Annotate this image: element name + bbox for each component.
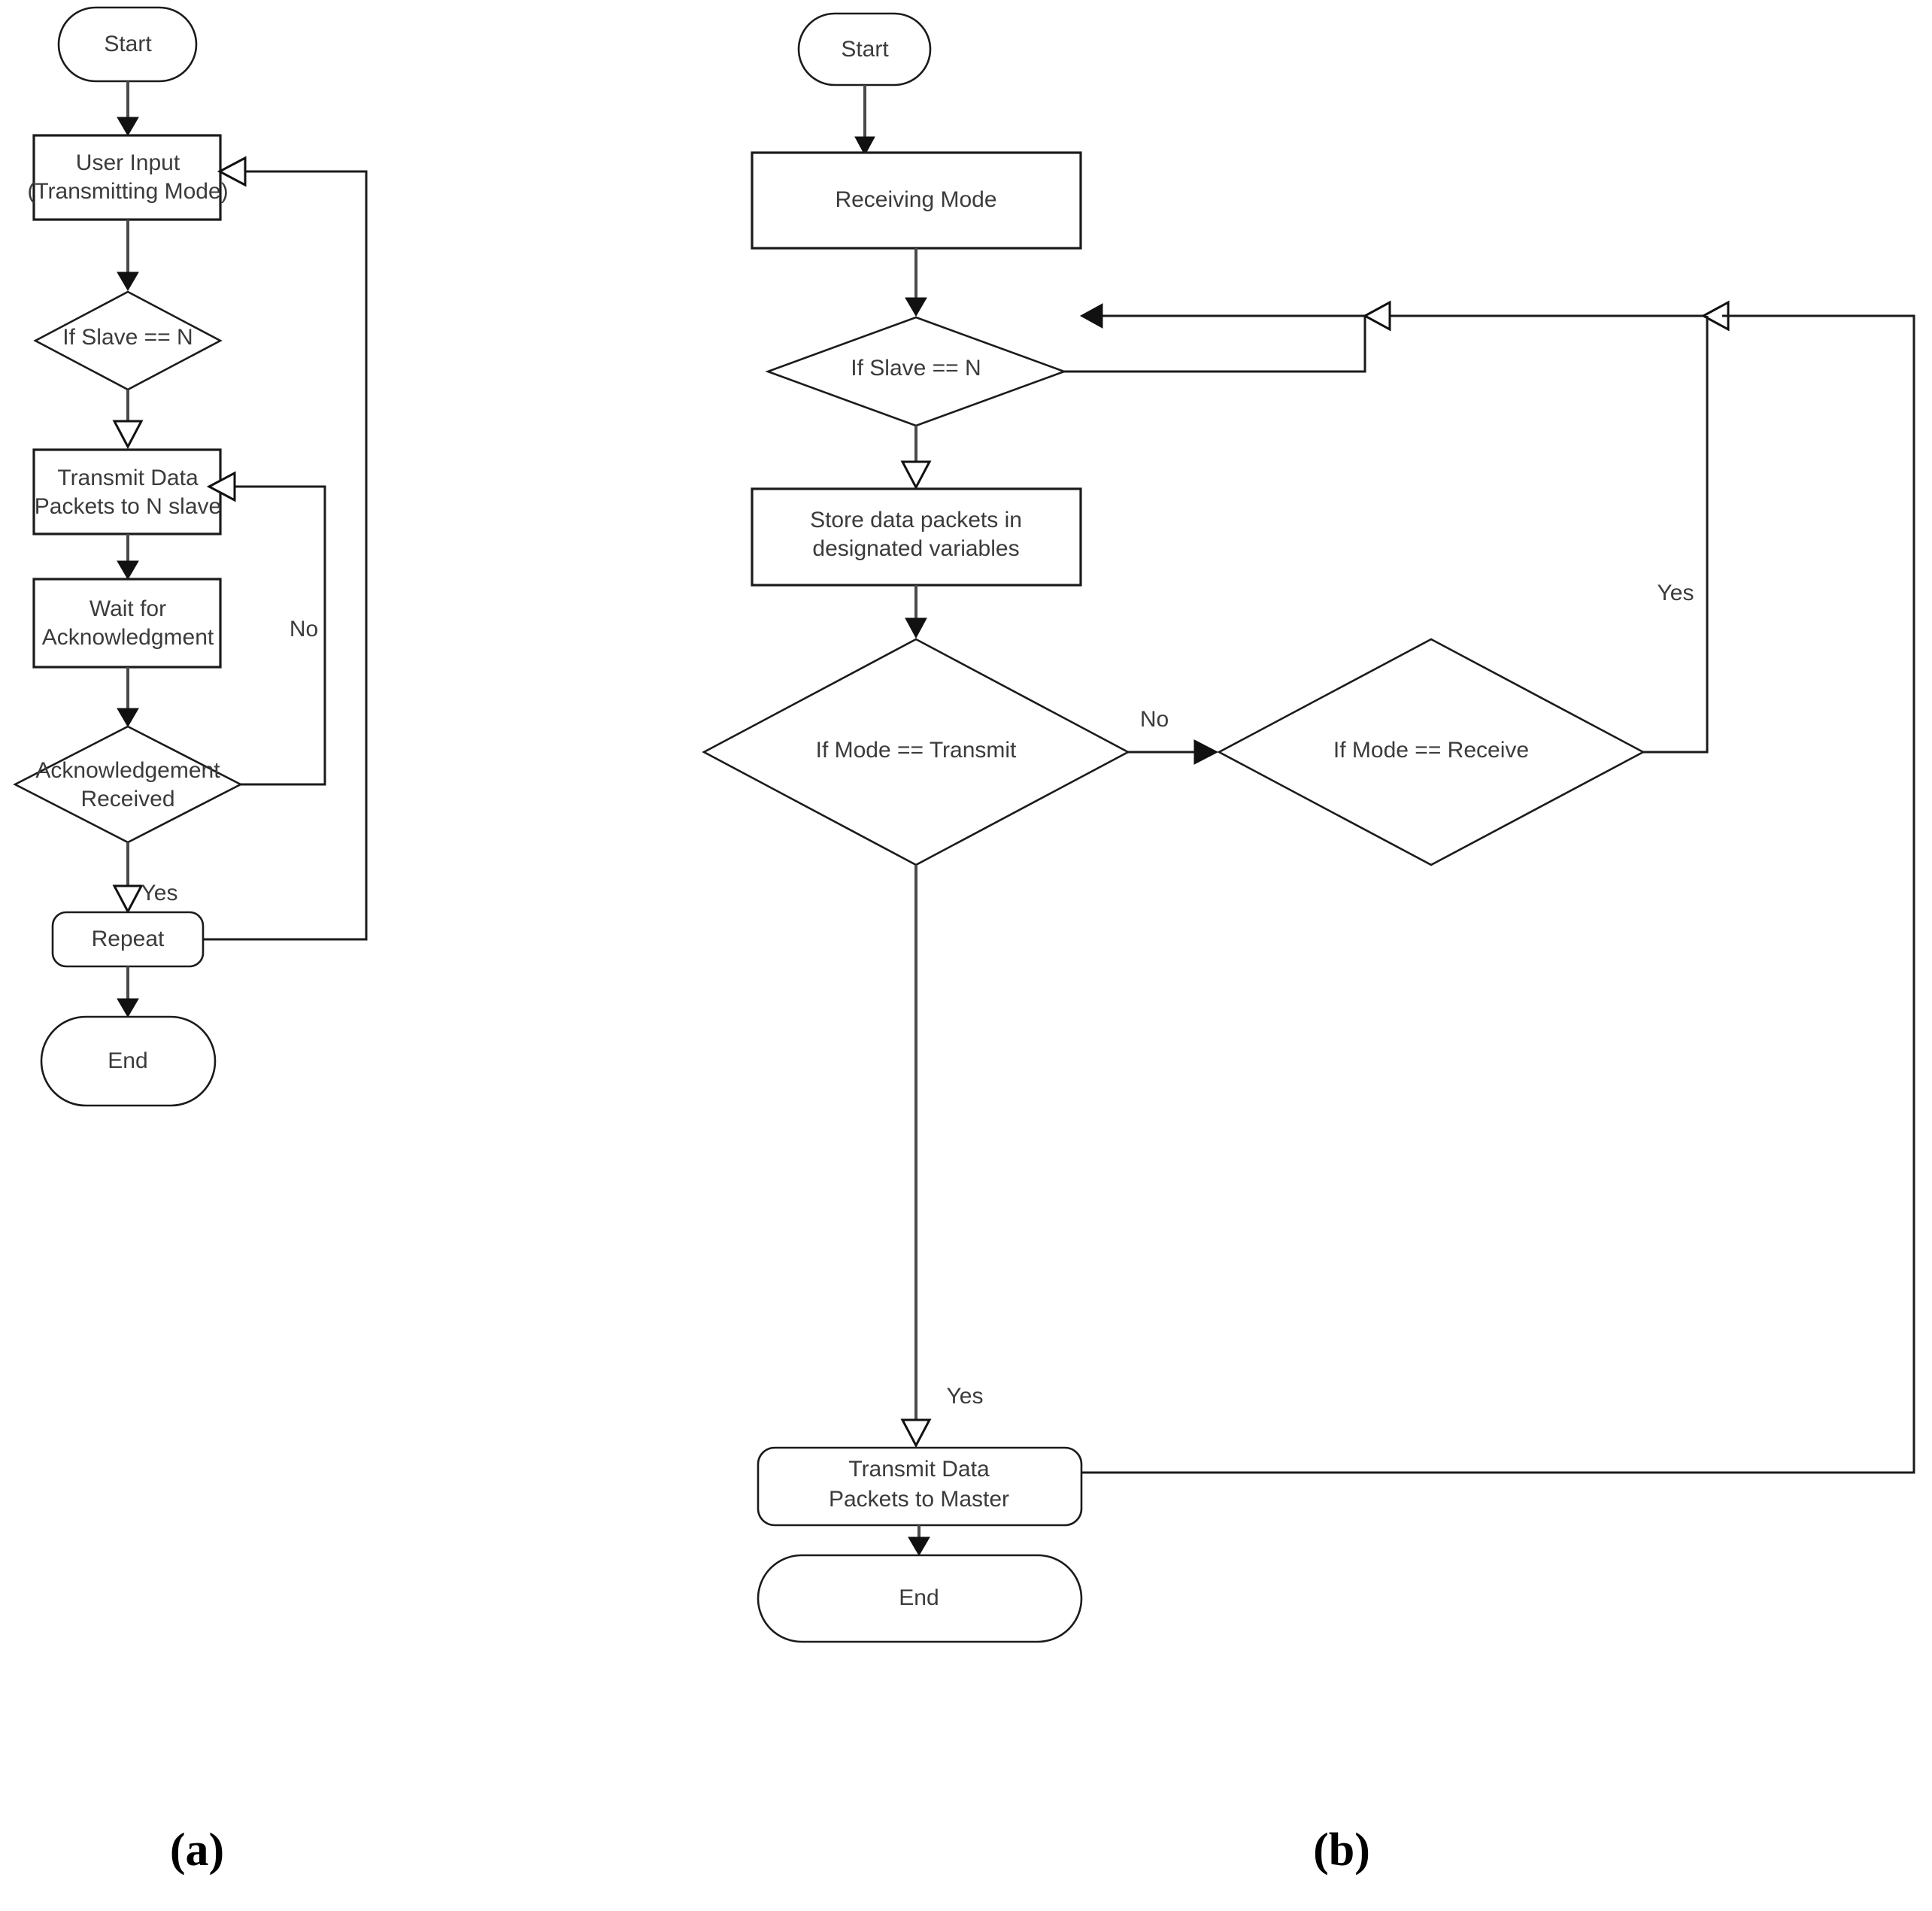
node-a-start-label: Start	[104, 32, 152, 56]
node-b-if-slave[interactable]: If Slave == N	[765, 316, 1067, 427]
edge-a-start-to-userinput	[117, 81, 139, 136]
edge-b-yes-transmit-label: Yes	[947, 1384, 984, 1409]
flowchart-a: Start User Input (Transmitting Mode) If …	[13, 6, 368, 1876]
node-b-receiving-mode[interactable]: Receiving Mode	[751, 151, 1082, 250]
edge-a-no-label: No	[290, 617, 318, 642]
edge-b-store-to-ifmodetransmit	[905, 585, 927, 639]
caption-a: (a)	[170, 1825, 224, 1876]
node-b-transmit-master[interactable]: Transmit Data Packets to Master	[757, 1446, 1083, 1527]
node-a-transmit-line1: Transmit Data	[57, 466, 199, 490]
node-a-end-label: End	[108, 1048, 147, 1073]
node-b-end-label: End	[899, 1585, 939, 1610]
edge-a-transmit-to-wait	[117, 534, 139, 580]
node-b-transmit-line1: Transmit Data	[848, 1457, 990, 1482]
edge-a-yes-label: Yes	[141, 881, 178, 905]
edge-b-no-to-ifmodereceive: No	[1128, 707, 1219, 765]
node-a-if-slave-label: If Slave == N	[62, 325, 193, 350]
edge-a-ack-to-repeat: Yes	[112, 842, 178, 915]
node-b-store-line1: Store data packets in	[810, 508, 1022, 532]
edge-b-receiving-to-ifslave	[905, 248, 927, 317]
node-a-wait[interactable]: Wait for Acknowledgment	[32, 578, 222, 669]
edge-a-userinput-to-ifslave	[117, 220, 139, 291]
node-b-store-line2: designated variables	[812, 536, 1019, 561]
node-a-user-input-line2: (Transmitting Mode)	[27, 179, 228, 204]
node-b-if-mode-transmit[interactable]: If Mode == Transmit	[702, 638, 1130, 866]
node-b-store-data[interactable]: Store data packets in designated variabl…	[751, 487, 1082, 587]
edge-b-yes-to-transmit: Yes	[900, 865, 984, 1448]
edge-a-no-loop: No	[206, 471, 326, 786]
node-a-repeat-label: Repeat	[92, 927, 165, 951]
caption-b: (b)	[1313, 1825, 1370, 1876]
flowchart-b: Start Receiving Mode If Slave == N	[702, 12, 1915, 1876]
edge-a-ifslave-to-transmit	[112, 390, 144, 450]
edge-b-return-into-receiving	[1079, 300, 1730, 332]
node-a-ack-decision[interactable]: Acknowledgement Received	[13, 725, 243, 844]
edge-b-ifslave-to-store	[900, 426, 932, 490]
node-a-wait-line2: Acknowledgment	[42, 625, 214, 650]
edge-b-transmit-to-end	[908, 1525, 930, 1556]
node-a-end[interactable]: End	[40, 1015, 217, 1107]
node-a-transmit-line2: Packets to N slave	[35, 494, 221, 519]
node-a-user-input-line1: User Input	[76, 150, 180, 175]
edge-b-transmit-loopback	[1081, 314, 1915, 1474]
node-a-start[interactable]: Start	[57, 6, 198, 83]
node-a-wait-line1: Wait for	[89, 596, 166, 621]
edge-b-yes-receive-label: Yes	[1658, 581, 1694, 605]
node-b-if-mode-transmit-label: If Mode == Transmit	[816, 738, 1017, 763]
node-a-ack-line2: Received	[80, 787, 174, 811]
node-b-if-mode-receive-label: If Mode == Receive	[1333, 738, 1529, 763]
node-b-start-label: Start	[841, 37, 889, 62]
edge-a-repeat-to-userinput	[203, 156, 368, 941]
node-a-repeat[interactable]: Repeat	[51, 911, 205, 968]
node-b-if-mode-receive[interactable]: If Mode == Receive	[1217, 638, 1645, 866]
node-a-user-input[interactable]: User Input (Transmitting Mode)	[27, 134, 229, 221]
edge-a-repeat-to-end	[117, 966, 139, 1018]
node-b-end[interactable]: End	[757, 1554, 1083, 1643]
node-b-start[interactable]: Start	[797, 12, 932, 86]
node-b-transmit-line2: Packets to Master	[829, 1487, 1009, 1512]
edge-b-ifslave-loopback	[1064, 316, 1366, 373]
edge-a-wait-to-ack	[117, 667, 139, 727]
node-b-receiving-mode-label: Receiving Mode	[835, 187, 996, 212]
edge-b-start-to-receiving	[854, 85, 875, 156]
node-a-if-slave[interactable]: If Slave == N	[33, 290, 223, 391]
edge-b-yes-receive-loopback: Yes	[1643, 316, 1709, 754]
node-a-ack-line1: Acknowledgement	[35, 758, 220, 783]
edge-b-no-label: No	[1140, 707, 1169, 732]
node-a-transmit[interactable]: Transmit Data Packets to N slave	[32, 448, 222, 535]
node-b-if-slave-label: If Slave == N	[851, 356, 981, 381]
